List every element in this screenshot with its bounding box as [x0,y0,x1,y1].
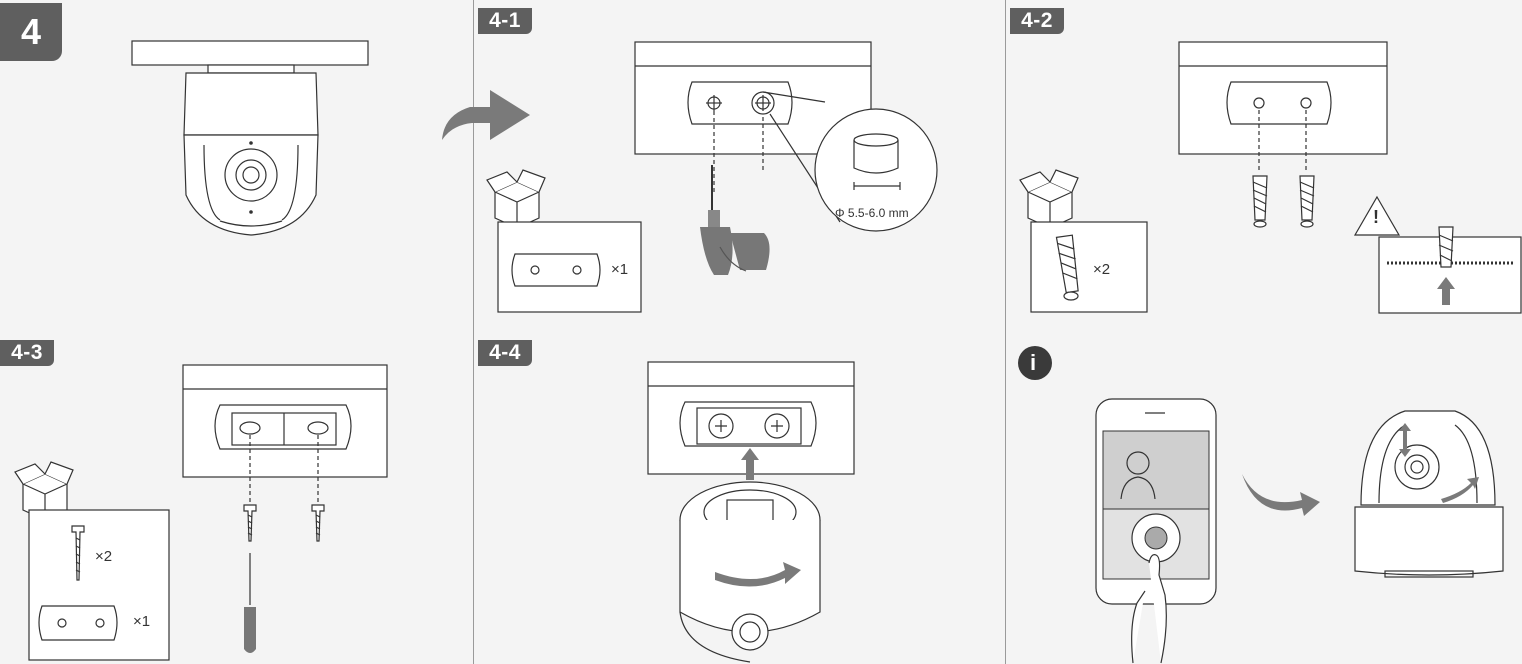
wall-anchor-icon [1245,172,1275,232]
drill-diameter-label: Φ 5.5-6.0 mm [835,206,909,220]
mounting-plate-kit [497,222,657,317]
wall-anchor-icon [1292,172,1322,232]
anchor-quantity: ×2 [1093,261,1110,278]
phone-app-illustration [1093,395,1223,664]
screw-plate-illustration [180,365,400,664]
curved-arrow-icon [1240,470,1330,520]
info-icon [1017,345,1057,385]
panel-divider [1005,0,1006,664]
parts-box-icon [1020,170,1080,230]
drill-icon [690,165,780,295]
pan-tilt-camera-illustration [1345,395,1515,595]
screw-plate-kit [28,510,178,664]
step-badge-4-4: 4-4 [478,340,532,366]
plate-quantity: ×1 [133,613,150,630]
step-badge-4-1: 4-1 [478,8,532,34]
step-badge-4: 4 [0,3,62,61]
step-badge-4-3: 4-3 [0,340,54,366]
info-badge-label: i [1030,350,1036,376]
warning-icon: ! [1373,207,1379,228]
parts-box-icon [487,170,547,230]
step-badge-4-2: 4-2 [1010,8,1064,34]
plate-quantity: ×1 [611,261,628,278]
attach-camera-illustration [645,362,885,664]
ceiling-camera-illustration [120,35,420,285]
screw-quantity: ×2 [95,548,112,565]
transition-arrow-icon [440,85,540,145]
